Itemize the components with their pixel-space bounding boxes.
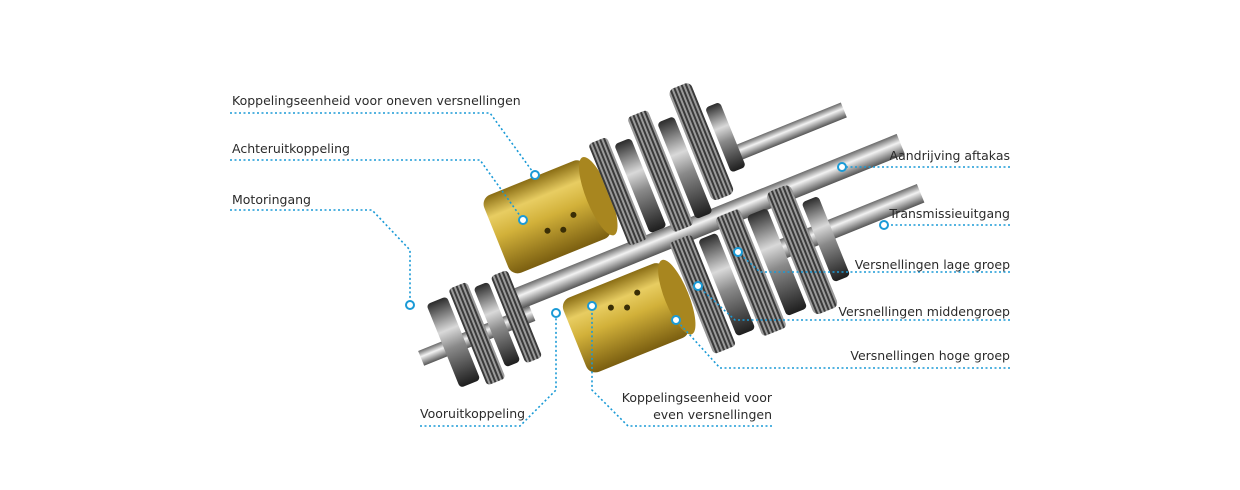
middle-gear-stack [589,110,807,354]
leader-motoringang [230,209,411,302]
label-transmissieuitgang: Transmissieuitgang [889,206,1010,221]
leader-koppeling-even [591,306,772,427]
label-achteruitkoppeling: Achteruitkoppeling [232,141,350,156]
marker-transmissie [879,220,889,230]
label-aandrijving-aftakas: Aandrijving aftakas [889,148,1010,163]
marker-motoringang [405,300,415,310]
leader-achteruitkoppeling [230,159,524,221]
label-motoringang: Motoringang [232,192,311,207]
marker-achteruitkoppeling [518,215,528,225]
label-lage-groep: Versnellingen lage groep [854,257,1010,272]
marker-vooruitkoppeling [551,308,561,318]
marker-middengroep [693,281,703,291]
marker-lage-groep [733,247,743,257]
leader-koppeling-oneven [230,112,536,176]
leader-hoge-groep [677,321,1010,369]
marker-koppeling-oneven [530,170,540,180]
gearbox-assembly [418,83,925,387]
end-gears [669,83,850,314]
label-middengroep: Versnellingen middengroep [838,304,1010,319]
label-koppeling-oneven: Koppelingseenheid voor oneven versnellin… [232,93,521,108]
leader-middengroep [699,287,1010,321]
lower-gear-stack [427,270,542,387]
label-koppeling-even-line1: Koppelingseenheid voor [621,390,772,405]
marker-hoge-groep [671,315,681,325]
marker-aandrijving [837,162,847,172]
pto-shaft [729,102,847,163]
marker-koppeling-even [587,301,597,311]
leader-lines [230,112,1010,427]
leader-markers [405,162,889,325]
label-vooruitkoppeling: Vooruitkoppeling [420,406,526,421]
label-hoge-groep: Versnellingen hoge groep [850,348,1010,363]
leader-vooruitkoppeling [420,315,557,427]
gold-clutch-lower [562,259,696,373]
label-koppeling-even-line2: even versnellingen [653,407,772,422]
gold-clutch-upper [483,157,618,274]
main-shaft [507,133,905,312]
